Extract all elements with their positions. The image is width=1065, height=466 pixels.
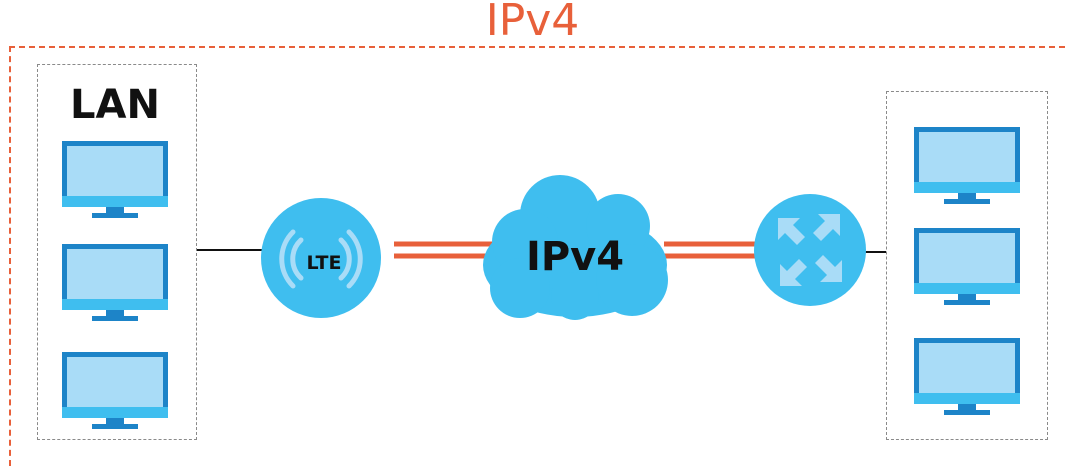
remote-group-box (886, 91, 1048, 440)
lan-monitor-icon (62, 352, 168, 429)
network-title-text: IPv4 (479, 0, 586, 46)
lan-monitor-icon (62, 244, 168, 321)
lan-label: LAN (70, 82, 160, 128)
cloud-icon (483, 175, 668, 320)
lte-to-cloud-link (394, 241, 500, 259)
lan-group-box (37, 64, 197, 440)
cloud-to-router-link (664, 241, 756, 259)
lan-monitor-icon (62, 141, 168, 218)
remote-monitor-icon (914, 228, 1020, 305)
remote-monitor-icon (914, 127, 1020, 204)
lte-label: LTE (306, 252, 342, 274)
network-title: IPv4 (0, 0, 1065, 46)
cloud-label: IPv4 (525, 234, 625, 280)
remote-monitor-icon (914, 338, 1020, 415)
topology-diagram (62, 127, 1020, 429)
router-icon (754, 194, 866, 306)
ipv4-network-frame (9, 46, 1065, 466)
lte-antenna-icon (261, 198, 381, 318)
